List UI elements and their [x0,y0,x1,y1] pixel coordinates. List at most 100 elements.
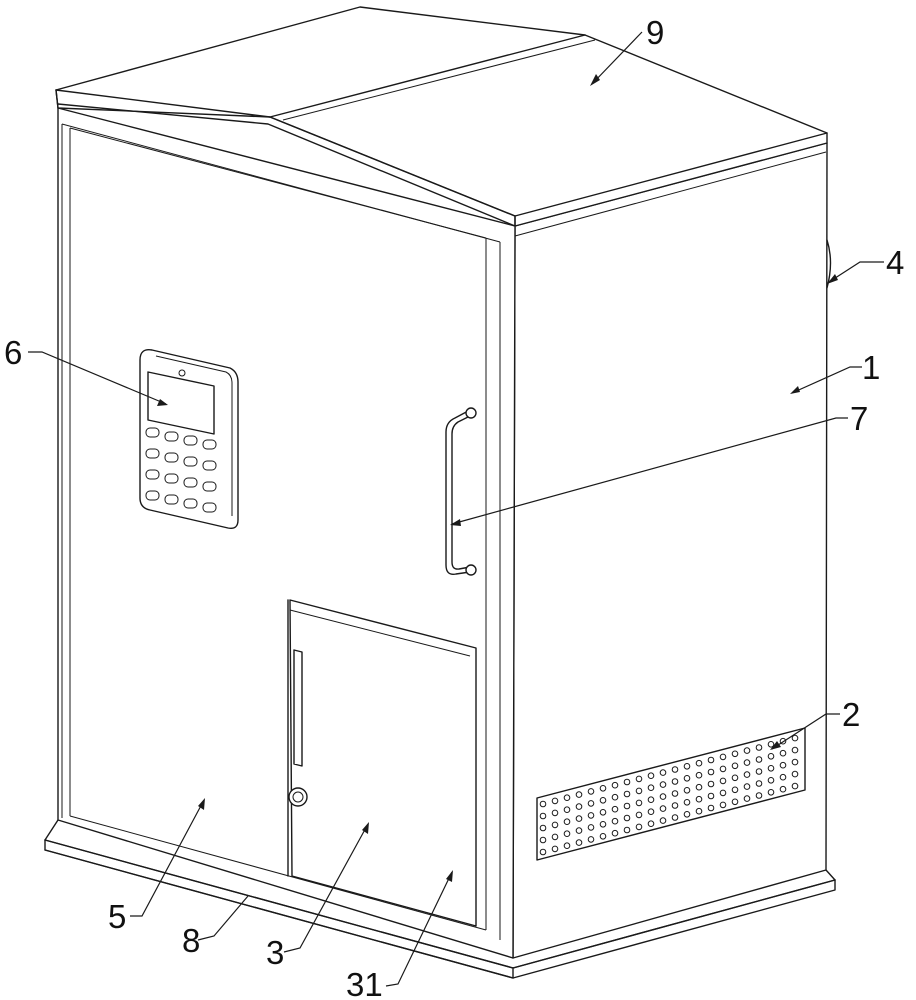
vent-hole [695,783,703,791]
vent-hole [659,805,667,812]
vent-hole [719,801,727,809]
vent-hole [575,827,583,834]
vent-hole [539,812,547,820]
keypad [139,349,239,530]
vent-hole [551,833,559,841]
keypad-key [202,481,217,492]
vent-hole [575,815,583,822]
vent-hole [635,799,643,807]
vent-hole [599,833,607,840]
vent-hole [659,793,667,800]
vent-hole [587,836,595,843]
keypad-key [183,498,198,509]
vent-hole [719,777,727,785]
keypad-key [145,427,160,438]
vent-hole [647,796,655,804]
vent-hole [707,756,715,764]
vent-hole [587,812,595,819]
vent-hole [539,848,547,856]
vent-hole [551,809,559,817]
vent-hole [575,791,583,798]
vent-hole [599,797,607,804]
door-handle [445,407,477,576]
vent-hole [659,781,667,788]
vent-hole [779,785,787,793]
vent-hole [647,808,655,816]
vent-hole [695,759,703,767]
keypad-key [164,494,179,505]
vent-hole [707,768,715,776]
vent-hole [767,789,775,796]
vent-hole [587,824,595,831]
vent-hole [695,807,703,815]
vent-hole [791,746,799,754]
label-7: 7 [850,400,868,437]
vent-hole [611,805,619,813]
reference-labels: 9 4 6 1 7 2 5 8 3 31 [4,14,904,1000]
vent-hole [779,749,787,757]
vent-hole [563,806,571,814]
vent-hole [563,794,571,802]
vent-hole [743,771,751,778]
vent-hole [623,790,631,798]
keypad-key [183,477,198,488]
vent-hole [671,790,679,797]
vent-hole [563,842,571,850]
base-plate [44,819,836,979]
vent-hole [767,741,775,748]
keypad-key [183,435,198,446]
vent-hole [683,763,691,770]
vent-hole [683,799,691,806]
vent-hole [755,756,763,763]
vent-hole [791,782,799,790]
vent-hole [683,775,691,782]
vent-hole [659,769,667,776]
vent-grille [536,727,806,861]
label-5: 5 [108,898,126,935]
vent-hole [623,826,631,834]
vent-hole [551,797,559,805]
vent-hole [551,845,559,853]
vent-hole [599,785,607,792]
vent-hole [599,809,607,816]
vent-hole [779,773,787,781]
label-31: 31 [346,966,383,1000]
leaders [28,31,884,987]
vent-hole [647,784,655,792]
vent-hole [587,788,595,795]
side-fitting [826,239,832,289]
vent-hole [731,798,739,806]
keypad-key [145,469,160,480]
label-6: 6 [4,334,22,371]
vent-hole [611,793,619,801]
label-8: 8 [182,922,200,959]
keypad-key [164,473,179,484]
keypad-key [202,439,217,450]
vent-hole [791,734,799,742]
vent-hole [623,814,631,822]
label-2: 2 [842,696,860,733]
vent-hole [635,775,643,783]
vent-hole [707,792,715,800]
vent-hole [707,780,715,788]
vent-hole [635,811,643,819]
vent-hole [719,789,727,797]
vent-hole [647,820,655,828]
keypad-key [183,456,198,467]
vent-hole [767,777,775,784]
vent-hole [611,817,619,825]
vent-hole [539,836,547,844]
vent-hole [707,804,715,812]
vent-hole [755,780,763,787]
vent-hole [695,771,703,779]
vent-hole [743,759,751,766]
vent-hole [635,787,643,795]
vent-hole [695,795,703,803]
vent-hole [767,765,775,772]
vent-hole [683,787,691,794]
label-1: 1 [862,349,880,386]
vent-hole [623,802,631,810]
keypad-key [164,452,179,463]
vent-hole [563,830,571,838]
roof [55,6,828,227]
